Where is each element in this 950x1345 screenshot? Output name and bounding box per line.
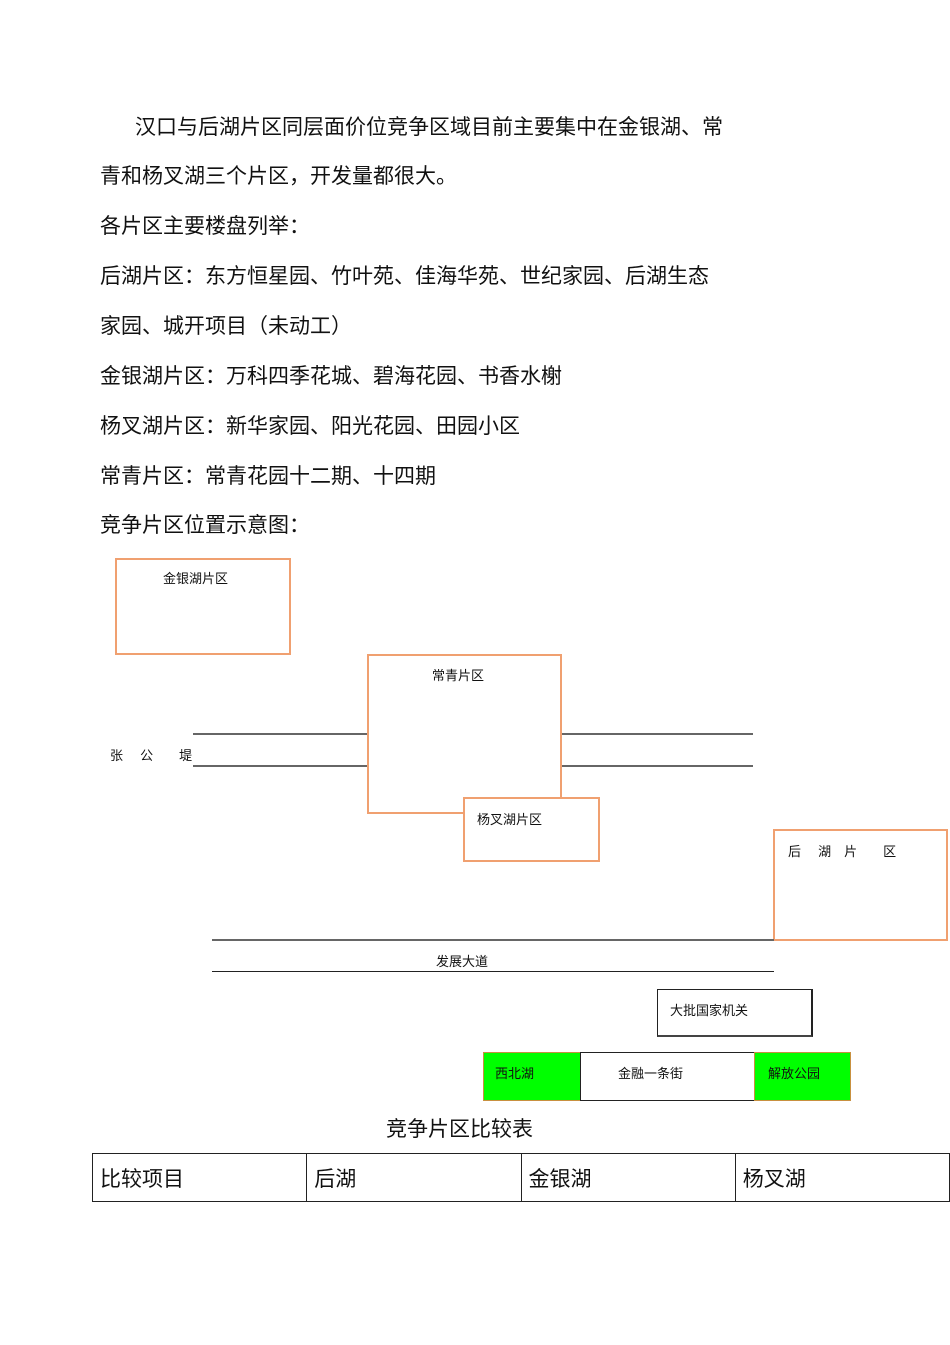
- zone-changqing: 常青片区: [367, 654, 562, 814]
- zone-label: 金银湖片区: [163, 572, 229, 587]
- box-jiguan: 大批国家机关: [657, 989, 813, 1037]
- paragraph: 青和杨叉湖三个片区，开发量都很大。: [100, 164, 457, 188]
- table-header-cell: 金银湖: [520, 1153, 736, 1202]
- paragraph: 后湖片区：东方恒星园、竹叶苑、佳海华苑、世纪家园、后湖生态: [100, 264, 709, 288]
- road-label-fazhan: 发展大道: [436, 955, 489, 970]
- paragraph: 杨叉湖片区：新华家园、阳光花园、田园小区: [100, 414, 520, 438]
- box-jiefang: 解放公园: [754, 1052, 851, 1101]
- zone-label: 常青片区: [432, 669, 485, 684]
- table-header-row: 比较项目 后湖 金银湖 杨叉湖: [91, 1153, 950, 1202]
- box-label: 解放公园: [768, 1067, 821, 1082]
- box-xibeihu: 西北湖: [483, 1052, 581, 1101]
- table-header-cell: 后湖: [306, 1153, 522, 1202]
- box-label: 西北湖: [495, 1067, 535, 1082]
- table-header-cell: 比较项目: [91, 1153, 308, 1202]
- zone-houhu: 后 湖 片 区: [773, 829, 948, 941]
- box-label: 大批国家机关: [670, 1004, 749, 1019]
- box-jinrong: 金融一条街: [580, 1052, 755, 1101]
- paragraph: 各片区主要楼盘列举：: [100, 214, 310, 238]
- table-header-cell: 杨叉湖: [734, 1153, 950, 1202]
- zone-jinyinhu: 金银湖片区: [115, 558, 291, 655]
- paragraph: 常青片区：常青花园十二期、十四期: [100, 464, 436, 488]
- zone-label: 杨叉湖片区: [477, 813, 543, 828]
- paragraph: 汉口与后湖片区同层面价位竞争区域目前主要集中在金银湖、常: [135, 115, 723, 139]
- box-label: 金融一条街: [618, 1067, 684, 1082]
- paragraph: 金银湖片区：万科四季花城、碧海花园、书香水榭: [100, 364, 562, 388]
- road-label-zhanggongdi: 张 公 堤: [110, 749, 193, 764]
- table-title: 竞争片区比较表: [386, 1117, 533, 1141]
- paragraph: 竞争片区位置示意图：: [100, 513, 310, 537]
- comparison-table: 比较项目 后湖 金银湖 杨叉湖: [91, 1153, 950, 1202]
- road-line: [212, 971, 774, 972]
- paragraph: 家园、城开项目（未动工）: [100, 314, 352, 338]
- zone-yangchahu: 杨叉湖片区: [463, 797, 600, 862]
- zone-label: 后 湖 片 区: [788, 845, 897, 860]
- road-line: [212, 939, 774, 941]
